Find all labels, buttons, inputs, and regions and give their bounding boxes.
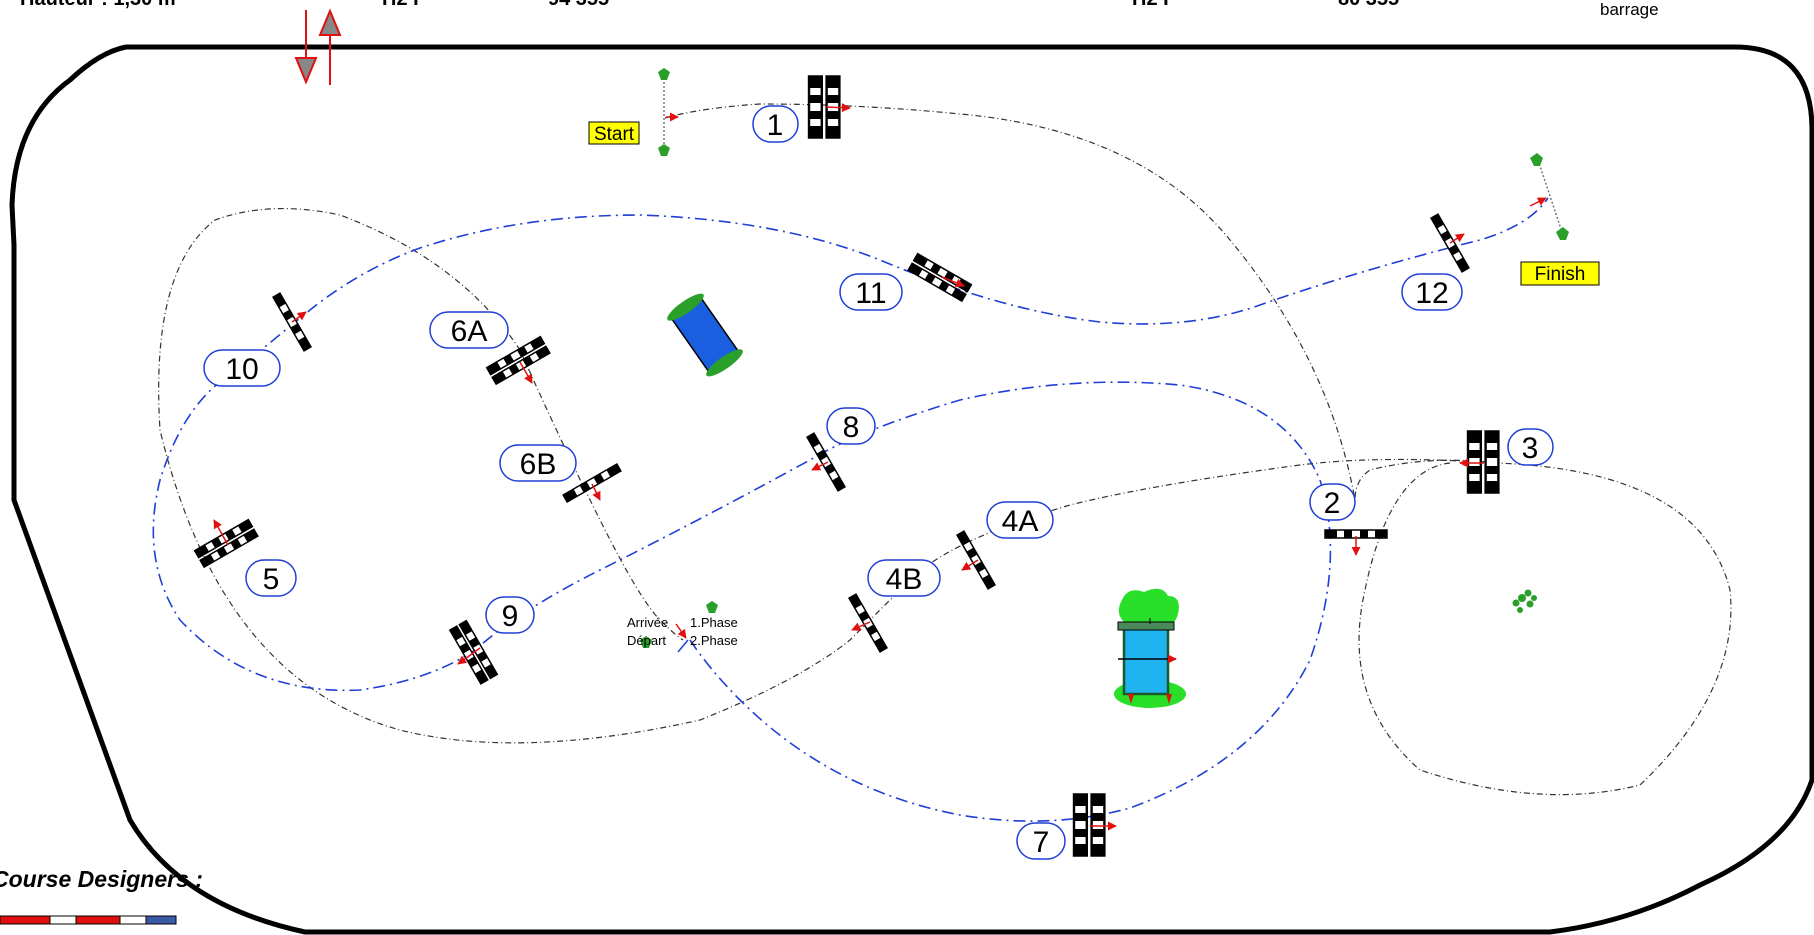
svg-text:6A: 6A: [451, 315, 488, 348]
phase-arrivee-label: Arrivée: [627, 615, 668, 630]
svg-text:4B: 4B: [886, 563, 923, 596]
phase2-track: [152, 197, 1549, 822]
header-code-right: H2 I: [1132, 0, 1169, 11]
svg-text:9: 9: [502, 600, 519, 633]
fence-label-11: 11: [839, 273, 903, 311]
fence-label-8: 8: [826, 407, 876, 445]
svg-text:8: 8: [843, 411, 860, 444]
svg-text:6B: 6B: [520, 448, 557, 481]
phase-change-marker: [640, 601, 718, 653]
svg-text:4A: 4A: [1002, 505, 1039, 538]
svg-text:12: 12: [1415, 277, 1448, 310]
fence-label-5: 5: [245, 559, 297, 597]
barrage-label: barrage: [1600, 0, 1659, 19]
fence-7-obstacle: [1074, 794, 1104, 856]
scale-bar: [0, 915, 177, 925]
entry-exit-arrows-icon: [294, 8, 342, 85]
fence-label-9: 9: [485, 596, 535, 634]
arena-outline: [9, 44, 1814, 935]
header-code-left: H2 I: [382, 0, 419, 11]
finish-gate: [1529, 153, 1569, 240]
finish-label: Finish: [1535, 264, 1586, 285]
header-value-left: 94 355: [548, 0, 609, 11]
course-height-text: Hauteur : 1,30 m: [20, 0, 176, 11]
svg-text:3: 3: [1522, 432, 1539, 465]
svg-text:7: 7: [1033, 826, 1050, 859]
fence-5-obstacle: [195, 520, 258, 567]
shrub-decoration: [1512, 589, 1537, 613]
start-gate: [658, 68, 679, 156]
fence-label-3: 3: [1507, 428, 1554, 466]
fence-label-6b: 6B: [499, 444, 577, 482]
phase1-track: [158, 103, 1732, 796]
start-label: Start: [594, 124, 635, 145]
svg-text:5: 5: [263, 563, 280, 596]
fence-label-7: 7: [1016, 822, 1066, 860]
header-value-right: 80 355: [1338, 0, 1399, 11]
fence-label-10: 10: [203, 349, 281, 387]
fence-4a-obstacle: [956, 530, 996, 590]
fence-11-obstacle: [908, 254, 971, 301]
phase1-label: 1.Phase: [690, 615, 738, 630]
fence-label-6a: 6A: [429, 311, 509, 349]
well-decoration: [1114, 588, 1186, 708]
fence-label-1: 1: [752, 105, 799, 143]
fence-label-4a: 4A: [986, 501, 1054, 539]
svg-text:10: 10: [225, 353, 258, 386]
course-designers-label: Course Designers :: [0, 866, 203, 892]
phase-depart-label: Départ: [627, 633, 666, 648]
fence-label-4b: 4B: [867, 559, 941, 597]
water-tray-decoration: [667, 293, 743, 377]
svg-text:11: 11: [855, 277, 886, 310]
fence-label-2: 2: [1309, 483, 1356, 521]
svg-text:2: 2: [1324, 487, 1341, 520]
fence-label-12: 12: [1401, 273, 1463, 311]
phase2-label: 2.Phase: [690, 633, 738, 648]
svg-text:1: 1: [767, 109, 784, 142]
